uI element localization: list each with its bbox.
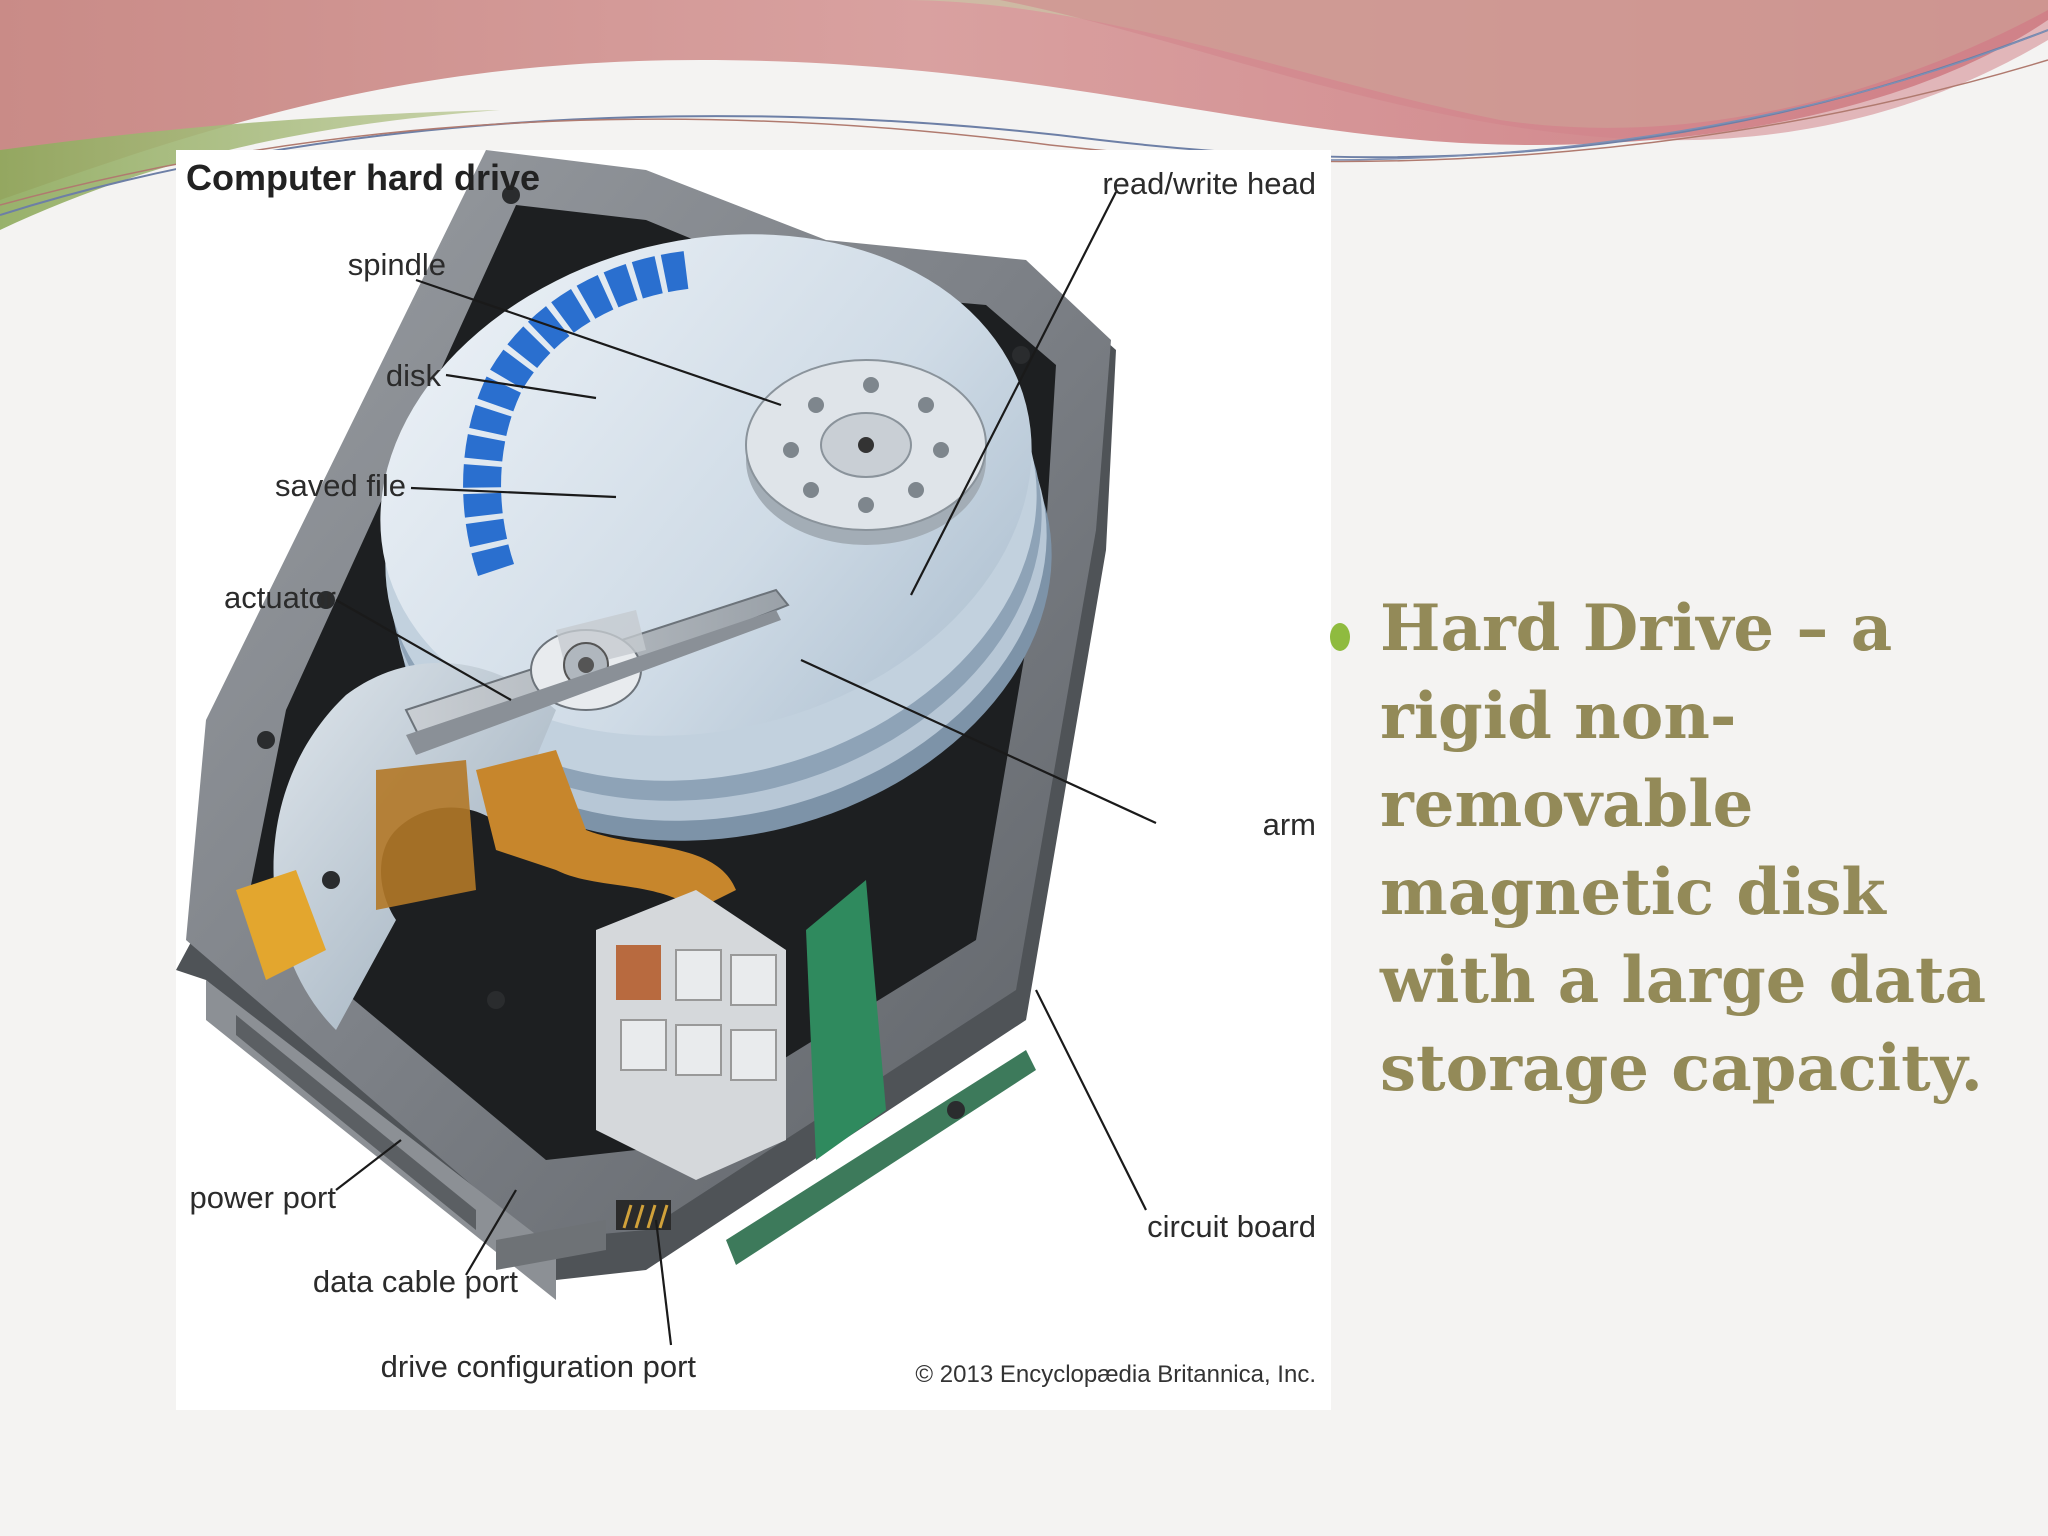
- saved-file-arc: [463, 251, 689, 577]
- label-data-cable-port: data cable port: [313, 1264, 518, 1299]
- hard-drive-illustration: Computer hard drive spindle disk saved f…: [176, 150, 1316, 1388]
- hard-drive-diagram: Computer hard drive spindle disk saved f…: [176, 150, 1331, 1410]
- case-screws: [257, 186, 1030, 1119]
- spindle-hub: [745, 359, 987, 545]
- bullet-text: Hard Drive – a rigid non-removable magne…: [1380, 591, 1987, 1106]
- label-circuit-board: circuit board: [1147, 1209, 1316, 1244]
- ports-strip: [206, 980, 671, 1300]
- label-saved-file: saved file: [275, 468, 406, 503]
- label-actuator: actuator: [224, 580, 336, 615]
- label-power-port: power port: [190, 1180, 337, 1215]
- circuit-board: [806, 880, 886, 1160]
- connector-block: [596, 890, 786, 1180]
- figure-credit: © 2013 Encyclopædia Britannica, Inc.: [915, 1361, 1316, 1388]
- label-read-write-head: read/write head: [1102, 166, 1316, 201]
- flex-cable: [476, 750, 736, 910]
- yellow-stop: [236, 870, 326, 980]
- figure-title: Computer hard drive: [186, 157, 540, 198]
- actuator-magnet: [273, 662, 556, 1030]
- actuator-arm: [404, 588, 790, 755]
- label-disk: disk: [386, 358, 442, 393]
- leader-lines: [335, 191, 1157, 1346]
- label-arm: arm: [1263, 807, 1316, 842]
- bullet-dot-icon: [1330, 623, 1350, 651]
- disk-platters: [380, 234, 1052, 841]
- label-spindle: spindle: [348, 247, 446, 282]
- label-drive-configuration-port: drive configuration port: [381, 1349, 697, 1384]
- header-swoosh-decoration: [0, 0, 2048, 230]
